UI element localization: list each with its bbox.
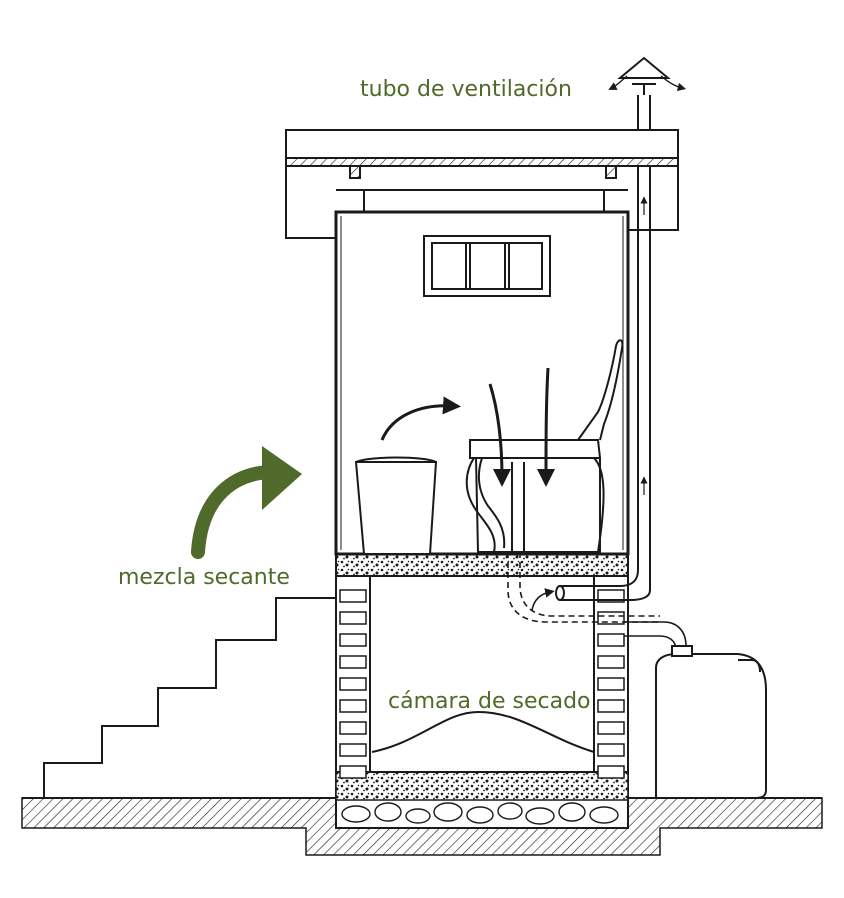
urine-container (655, 645, 767, 799)
floor-slab (335, 553, 629, 577)
stairs (43, 597, 336, 799)
brick (339, 589, 367, 603)
foundation (335, 771, 629, 829)
drying-chamber-label: cámara de secado (388, 689, 591, 714)
drying-mix-label: mezcla secante (118, 565, 290, 590)
brick (597, 765, 625, 779)
brick (339, 677, 367, 691)
brick (339, 743, 367, 757)
drying-mix-bucket (354, 456, 438, 555)
brick (597, 677, 625, 691)
brick (597, 611, 625, 625)
drying-chamber (370, 575, 595, 773)
brick (597, 721, 625, 735)
vent-pipe-label: tubo de ventilación (360, 77, 572, 102)
flow-arrows (380, 367, 556, 487)
ventilation-pipe (555, 56, 687, 601)
brick (339, 611, 367, 625)
right-brick-pier (593, 575, 629, 779)
brick (597, 743, 625, 757)
brick (339, 655, 367, 669)
roof (285, 129, 679, 239)
drying-mix-arrow (191, 446, 302, 559)
brick (339, 633, 367, 647)
window (423, 235, 551, 297)
left-brick-pier (335, 575, 371, 779)
brick (339, 699, 367, 713)
brick (597, 655, 625, 669)
compost-pile (371, 710, 595, 753)
toilet (465, 339, 624, 553)
brick (597, 633, 625, 647)
brick (339, 721, 367, 735)
brick (339, 765, 367, 779)
brick (597, 699, 625, 713)
foundation-stones (341, 802, 619, 825)
